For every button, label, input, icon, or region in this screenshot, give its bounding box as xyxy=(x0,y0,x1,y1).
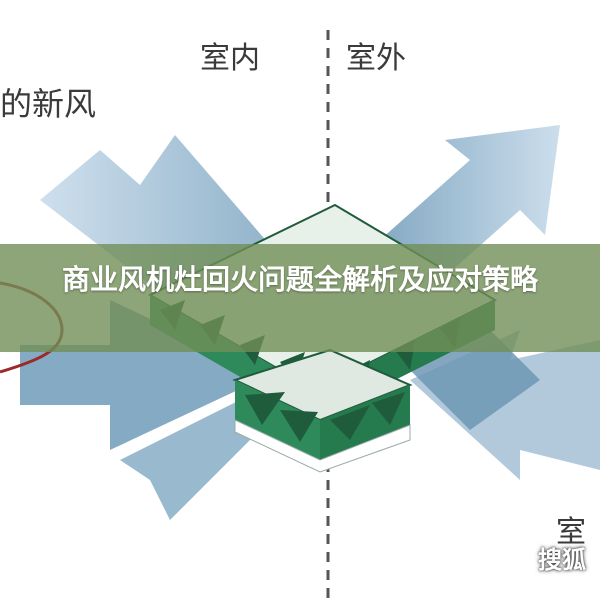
article-title: 商业风机灶回火问题全解析及应对策略 xyxy=(61,263,538,296)
title-banner xyxy=(0,244,600,352)
outdoor-label: 室外 xyxy=(346,41,406,76)
arrow-lower-left-rear xyxy=(120,400,260,520)
corner-label: 室 xyxy=(556,515,586,550)
fresh-air-label: 的新风 xyxy=(0,85,97,123)
arrow-lower-left xyxy=(20,300,270,450)
watermark-logo: 搜狐 xyxy=(538,546,586,574)
indoor-label: 室内 xyxy=(200,41,260,76)
